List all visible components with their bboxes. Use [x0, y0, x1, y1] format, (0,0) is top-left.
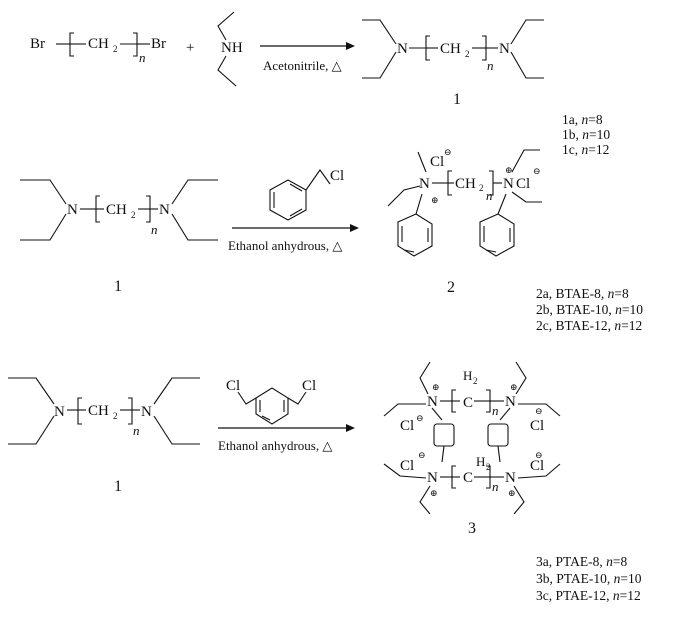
bromine-left: Br	[30, 36, 45, 52]
variant-2a: 2a, BTAE-8, n=8	[536, 286, 629, 301]
row1-dibromoalkane: Br CH 2 n Br	[30, 32, 166, 65]
svg-text:⊕: ⊕	[505, 165, 513, 175]
row3-variant-list: 3a, PTAE-8, n=8 3b, PTAE-10, n=10 3c, PT…	[536, 554, 642, 603]
methylene-ch: CH	[88, 36, 109, 52]
chloride-bottom-left: Cl	[400, 458, 414, 474]
nh-label: NH	[221, 40, 243, 56]
svg-text:CH: CH	[88, 403, 109, 419]
svg-text:H: H	[463, 368, 472, 383]
row2-reactant-1: N CH 2 n N 1	[20, 179, 218, 295]
variant-2b: 2b, BTAE-10, n=10	[536, 302, 643, 317]
variant-1c: 1c, n=12	[562, 142, 609, 157]
row1-variant-list: 1a, n=8 1b, n=10 1c, n=12	[562, 112, 610, 157]
svg-text:⊖: ⊖	[418, 450, 426, 460]
svg-text:C: C	[463, 470, 473, 486]
chloride-top-left: Cl	[400, 418, 414, 434]
chloride-right: Cl	[516, 176, 530, 192]
svg-text:N: N	[67, 202, 78, 218]
methylene-subscript: 2	[113, 44, 118, 54]
row1-arrow: Acetonitrile, △	[260, 42, 355, 73]
variant-2c: 2c, BTAE-12, n=12	[536, 318, 642, 333]
ammonium-n-right: N	[503, 176, 514, 192]
svg-text:⊕: ⊕	[431, 195, 439, 205]
ethanol-anhydrous-label: Ethanol anhydrous, △	[228, 238, 342, 253]
chloride-bottom-right: Cl	[530, 458, 544, 474]
amine-n-right: N	[499, 41, 510, 57]
chlorine-right: Cl	[302, 378, 316, 394]
svg-text:2: 2	[479, 183, 484, 193]
svg-text:CH: CH	[455, 176, 476, 192]
variant-3a: 3a, PTAE-8, n=8	[536, 554, 628, 569]
svg-text:⊕: ⊕	[508, 488, 516, 498]
xylylene-dichloride: Cl Cl	[226, 378, 316, 425]
svg-text:n: n	[492, 403, 499, 418]
svg-text:CH: CH	[106, 202, 127, 218]
svg-text:N: N	[141, 404, 152, 420]
svg-text:⊖: ⊖	[535, 406, 543, 416]
compound-number-3: 3	[468, 520, 476, 537]
diethylamine: NH	[217, 11, 243, 87]
svg-text:H: H	[476, 454, 485, 469]
svg-text:2: 2	[131, 210, 136, 220]
acetonitrile-label: Acetonitrile, △	[263, 58, 342, 73]
svg-text:⊕: ⊕	[432, 382, 440, 392]
plus-sign: +	[186, 40, 194, 56]
chloride-left: Cl	[430, 154, 444, 170]
svg-text:⊕: ⊕	[510, 382, 518, 392]
svg-text:⊖: ⊖	[444, 147, 452, 157]
ammonium-n-top-left: N	[427, 394, 438, 410]
svg-text:⊖: ⊖	[416, 413, 424, 423]
row3-arrow: Ethanol anhydrous, △	[218, 424, 355, 453]
variant-3c: 3c, PTAE-12, n=12	[536, 588, 641, 603]
svg-text:⊖: ⊖	[535, 450, 543, 460]
svg-text:N: N	[54, 404, 65, 420]
product-1-tetraethyldiamine: N CH 2 n N 1	[362, 19, 544, 108]
chlorine-left: Cl	[226, 378, 240, 394]
row2-arrow: Ethanol anhydrous, △	[228, 224, 359, 253]
product-3-ptae-macrocycle: ⊕ N H 2 C n ⊕ N Cl ⊖ Cl ⊖ Cl ⊖ Cl ⊖ N ⊕	[383, 361, 561, 537]
svg-text:n: n	[486, 188, 493, 203]
svg-text:n: n	[487, 58, 494, 73]
variant-1b: 1b, n=10	[562, 127, 610, 142]
compound-number-1: 1	[453, 91, 461, 108]
svg-text:2: 2	[473, 376, 478, 386]
svg-text:2: 2	[113, 411, 118, 421]
compound-number-2: 2	[447, 279, 455, 296]
chlorine-label: Cl	[330, 168, 344, 184]
bromine-right: Br	[151, 36, 166, 52]
svg-text:2: 2	[465, 49, 470, 59]
svg-text:N: N	[159, 202, 170, 218]
svg-text:⊖: ⊖	[533, 166, 541, 176]
svg-text:n: n	[492, 479, 499, 494]
repeat-n: n	[139, 50, 146, 65]
svg-text:n: n	[151, 222, 158, 237]
svg-text:2: 2	[486, 462, 491, 472]
svg-text:C: C	[463, 395, 473, 411]
amine-n-left: N	[397, 41, 408, 57]
product-2-btae: Cl ⊖ N ⊕ CH 2 n ⊕ N Cl ⊖ 2	[387, 147, 542, 296]
ammonium-n-top-right: N	[505, 394, 516, 410]
variant-1a: 1a, n=8	[562, 112, 603, 127]
ammonium-n-left: N	[419, 176, 430, 192]
svg-text:CH: CH	[440, 41, 461, 57]
row3-reactant-1: N CH 2 n N 1	[8, 377, 200, 495]
svg-text:n: n	[133, 423, 140, 438]
variant-3b: 3b, PTAE-10, n=10	[536, 571, 642, 586]
ammonium-n-bottom-right: N	[505, 470, 516, 486]
benzyl-chloride: Cl	[269, 168, 344, 221]
chloride-top-right: Cl	[530, 418, 544, 434]
reactant-number-1-row3: 1	[114, 478, 122, 495]
ammonium-n-bottom-left: N	[427, 470, 438, 486]
row2-variant-list: 2a, BTAE-8, n=8 2b, BTAE-10, n=10 2c, BT…	[536, 286, 643, 333]
ethanol-anhydrous-label-row3: Ethanol anhydrous, △	[218, 438, 332, 453]
svg-text:⊕: ⊕	[430, 488, 438, 498]
reactant-number-1: 1	[114, 278, 122, 295]
